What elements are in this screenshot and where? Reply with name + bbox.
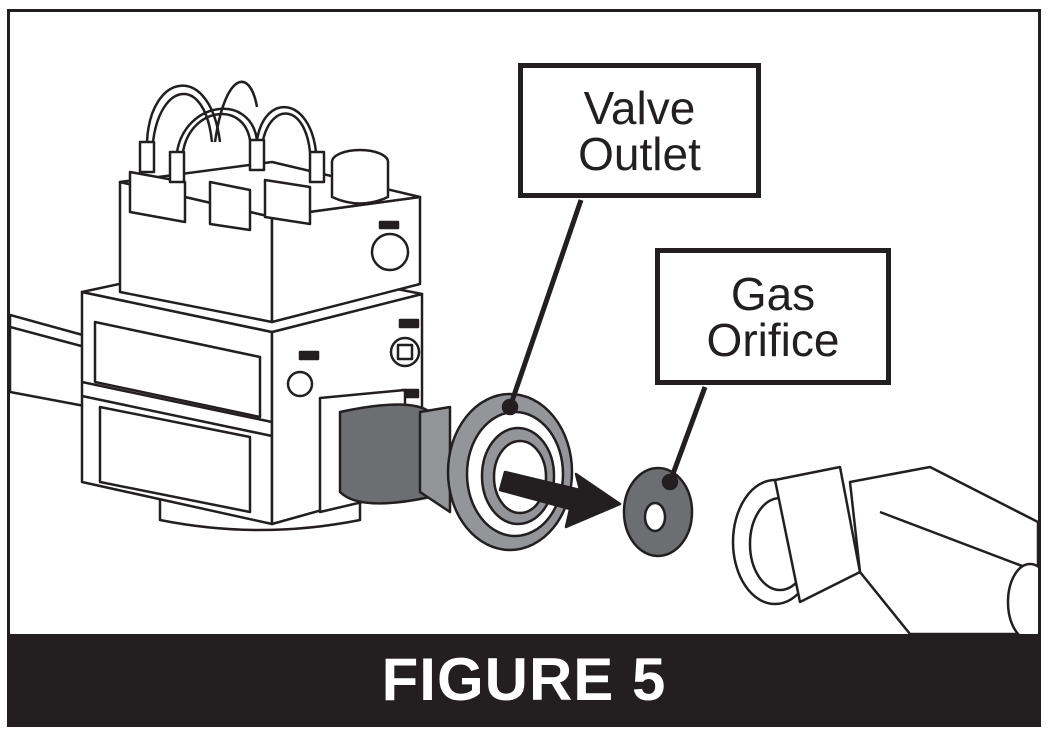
figure-caption: FIGURE 5 (381, 645, 667, 713)
gas-orifice-callout: Gas Orifice (655, 248, 891, 385)
direction-arrow (498, 470, 622, 529)
valve-outlet-callout: Valve Outlet (518, 63, 761, 198)
gas-orifice-washer (622, 466, 694, 558)
gas-valve-illustration (10, 80, 1038, 634)
gas-line-union (731, 465, 1038, 634)
valve-outlet-label: Valve Outlet (578, 81, 701, 180)
gas-orifice-label: Gas Orifice (706, 267, 840, 366)
figure-frame: Valve Outlet Gas Orifice FIGURE 5 (7, 9, 1041, 727)
figure-caption-band: FIGURE 5 (10, 634, 1038, 724)
valve-outlet-fitting (338, 392, 574, 552)
callout-leaders (501, 199, 708, 491)
inlet-pipe (10, 313, 92, 409)
